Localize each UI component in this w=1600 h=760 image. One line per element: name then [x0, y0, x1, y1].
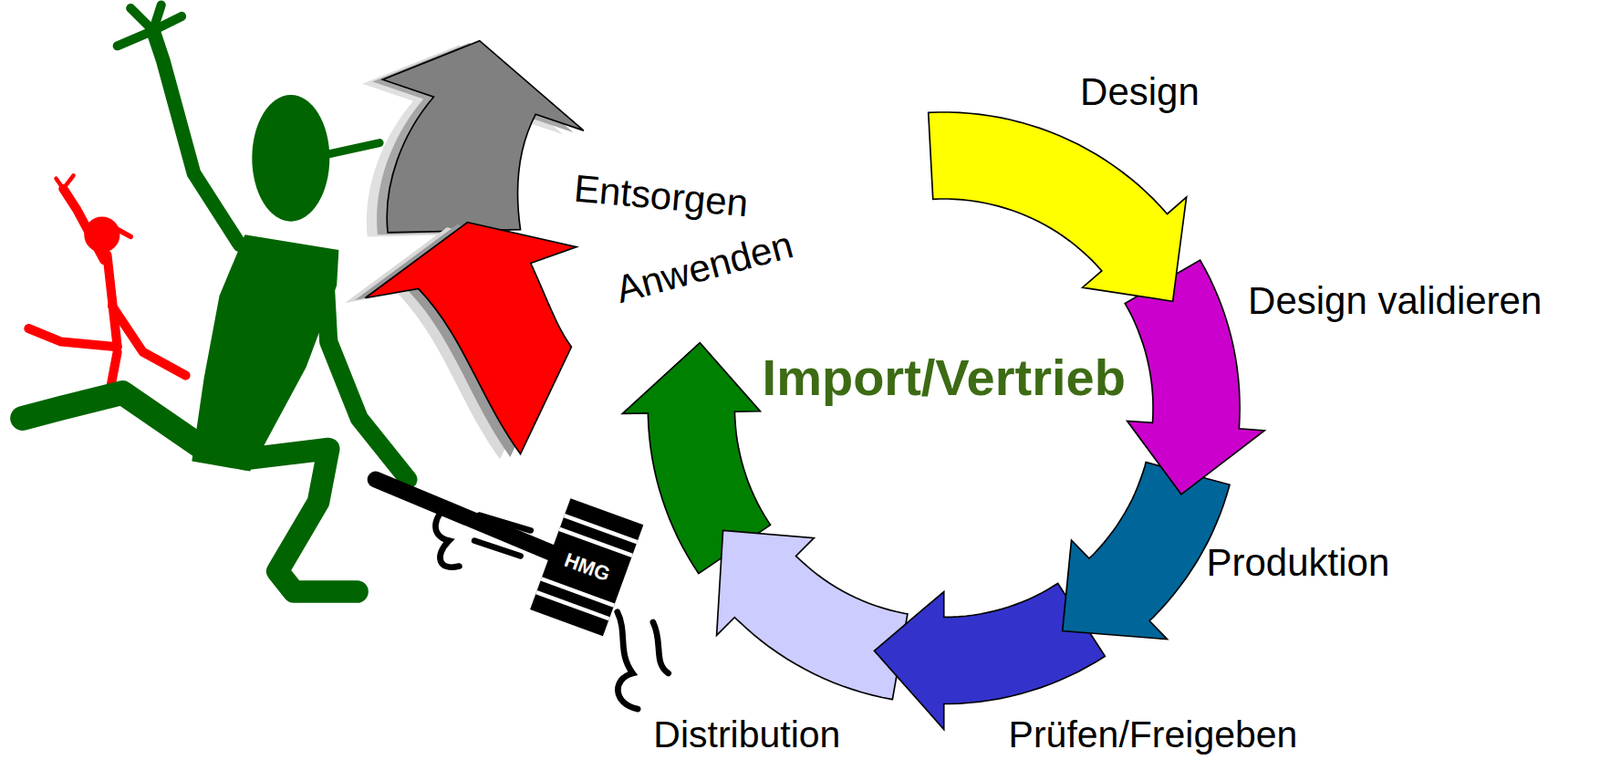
hammer	[375, 479, 669, 710]
figure-leg	[244, 448, 357, 593]
motion-line	[474, 540, 520, 557]
cycle-arrow	[716, 529, 908, 699]
figure-head	[251, 94, 330, 222]
center-label: Import/Vertrieb	[762, 349, 1126, 406]
figure-finger	[153, 16, 182, 32]
stage-label: Produktion	[1206, 541, 1391, 584]
motion-curl	[435, 504, 459, 567]
stage-label: Anwenden	[611, 223, 798, 312]
hammer-handle	[375, 479, 560, 557]
stage-label: Design	[1080, 71, 1200, 114]
figure-leg	[22, 392, 205, 448]
motion-lines	[435, 504, 668, 709]
stage-label: Prüfen/Freigeben	[1008, 714, 1299, 756]
hammer-stripe	[536, 592, 610, 619]
figure-arm	[153, 31, 240, 246]
grey-arrow	[382, 41, 583, 233]
cycle-arrow	[928, 112, 1187, 302]
figure-finger	[117, 31, 154, 47]
use-arrow	[344, 222, 577, 459]
figure-nose	[324, 143, 380, 156]
hammer-head	[529, 498, 644, 636]
figure-arm	[62, 188, 104, 260]
hammer-label: HMG	[561, 549, 613, 586]
hammer-stripe	[564, 515, 638, 542]
figure-arm	[112, 305, 187, 375]
stage-label: Design validieren	[1247, 280, 1542, 323]
cycle-arrow	[1062, 462, 1230, 640]
hammer-block	[529, 498, 644, 636]
stage-label: Entsorgen	[571, 166, 750, 225]
motion-curl	[653, 622, 669, 674]
stage-label: Distribution	[653, 714, 841, 756]
figure-nose	[112, 226, 131, 237]
red-arrow	[364, 222, 577, 455]
figure-leg	[28, 328, 117, 347]
figure-hand	[62, 175, 73, 189]
green-figure	[22, 5, 409, 593]
motion-curl	[617, 612, 638, 709]
figure-body	[106, 255, 117, 348]
dispose-arrow	[362, 41, 584, 238]
motion-line	[479, 515, 531, 531]
red-figure	[28, 175, 186, 418]
